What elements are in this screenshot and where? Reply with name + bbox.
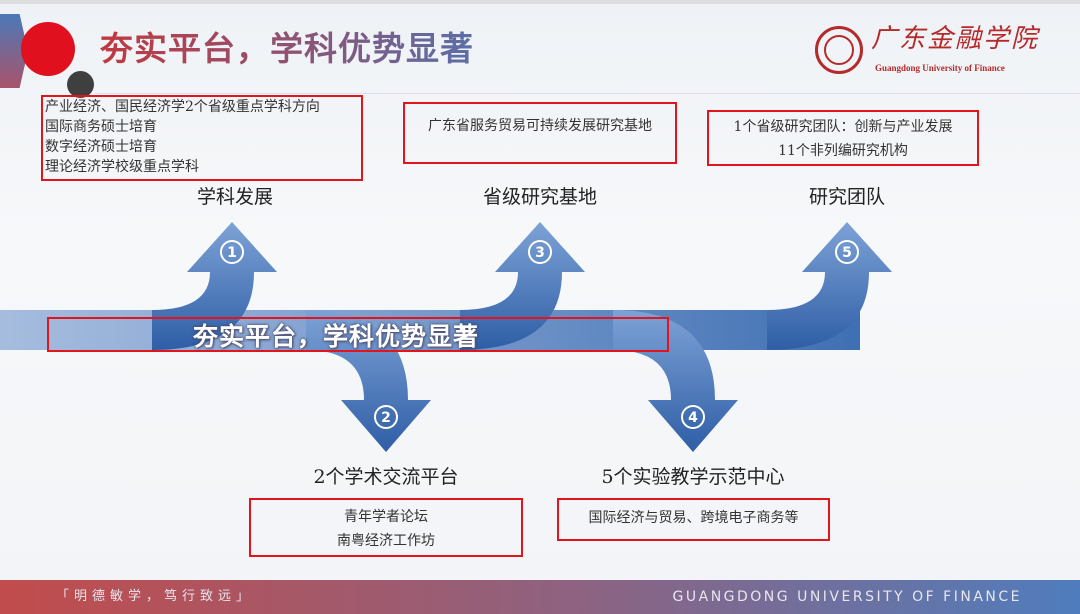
node-number: 5 [842, 245, 852, 261]
number-circle-icon [220, 240, 244, 264]
number-circle-icon [835, 240, 859, 264]
node-2-item: 南粤经济工作坊 [337, 533, 435, 549]
node-3-box: 广东省服务贸易可持续发展研究基地 [403, 102, 677, 164]
node-3-item: 广东省服务贸易可持续发展研究基地 [428, 118, 652, 134]
main-flow-band [0, 310, 860, 350]
node-number: 4 [688, 410, 698, 426]
node-1-item: 产业经济、国民经济学2个省级重点学科方向 [45, 99, 320, 115]
node-2-item: 青年学者论坛 [344, 509, 428, 525]
node-2-box: 青年学者论坛 南粤经济工作坊 [249, 498, 523, 557]
node-number: 1 [227, 245, 237, 261]
banner-box [47, 317, 669, 352]
node-1-box: 产业经济、国民经济学2个省级重点学科方向 国际商务硕士培育 数字经济硕士培育 理… [41, 95, 363, 181]
node-2-label: 2个学术交流平台 [313, 466, 459, 488]
node-1-label: 学科发展 [196, 186, 274, 208]
slide-title: 夯实平台，学科优势显著 [100, 27, 474, 71]
node-1-item: 数字经济硕士培育 [45, 139, 157, 155]
footer-university: GUANGDONG UNIVERSITY OF FINANCE [672, 589, 1022, 605]
banner-text: 夯实平台，学科优势显著 [193, 322, 480, 351]
node-5-item: 11个非列编研究机构 [778, 143, 908, 159]
number-circle-icon [528, 240, 552, 264]
node-5-box: 1个省级研究团队：创新与产业发展 11个非列编研究机构 [707, 110, 979, 166]
node-4-item: 国际经济与贸易、跨境电子商务等 [588, 510, 799, 526]
node-1-item: 国际商务硕士培育 [45, 119, 157, 135]
top-border [0, 0, 1080, 4]
arrow-5 [767, 222, 892, 350]
arrow-4 [613, 310, 738, 452]
logo-chinese: 广东金融学院 [871, 24, 1040, 54]
arrow-2 [306, 310, 431, 452]
divider [95, 93, 1080, 94]
node-4-label: 5个实验教学示范中心 [601, 466, 785, 488]
seal-icon [815, 26, 863, 74]
node-number: 2 [381, 410, 391, 426]
footer-motto: 「明德敏学，笃行致远」 [56, 589, 255, 604]
number-circle-icon [374, 405, 398, 429]
node-4-box: 国际经济与贸易、跨境电子商务等 [557, 498, 830, 541]
number-circle-icon [681, 405, 705, 429]
footer-bar: 「明德敏学，笃行致远」 GUANGDONG UNIVERSITY OF FINA… [0, 580, 1080, 614]
node-5-item: 1个省级研究团队：创新与产业发展 [733, 119, 953, 135]
node-3-label: 省级研究基地 [482, 186, 598, 208]
node-number: 3 [535, 245, 545, 261]
node-1-item: 理论经济学校级重点学科 [45, 159, 199, 175]
node-5-label: 研究团队 [808, 186, 886, 208]
decorative-dark-circle [67, 71, 94, 98]
university-logo: 广东金融学院 Guangdong University of Finance [815, 24, 1037, 80]
logo-english: Guangdong University of Finance [875, 63, 1005, 73]
decorative-red-circle [21, 22, 75, 76]
